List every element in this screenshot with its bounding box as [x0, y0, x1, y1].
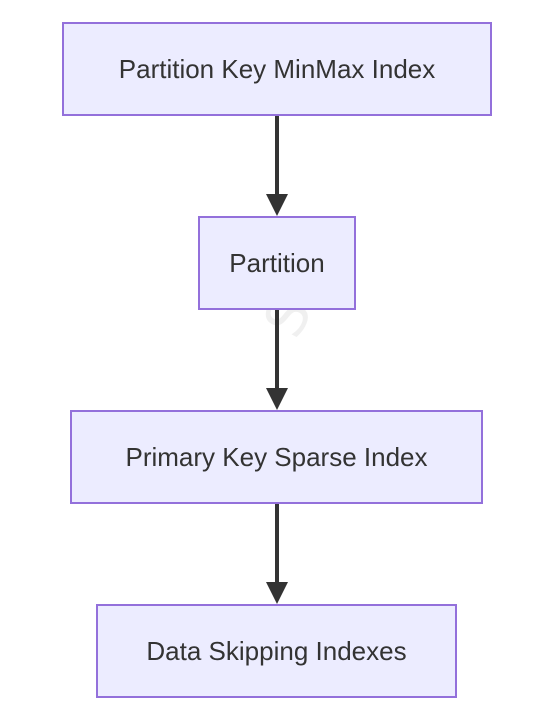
node-label: Data Skipping Indexes — [146, 635, 407, 666]
node-label: Partition Key MinMax Index — [118, 53, 436, 84]
edge-n2-n3 — [266, 310, 288, 410]
node-label: Primary Key Sparse Index — [125, 441, 428, 472]
edge-n1-n2 — [266, 116, 288, 216]
node-label: Partition — [229, 247, 325, 278]
arrow-head-icon — [266, 194, 288, 216]
edge-n3-n4 — [266, 504, 288, 604]
node-data-skipping-indexes: Data Skipping Indexes — [96, 604, 457, 698]
arrow-head-icon — [266, 582, 288, 604]
node-partition: Partition — [198, 216, 356, 310]
arrow-head-icon — [266, 388, 288, 410]
node-partition-key-minmax-index: Partition Key MinMax Index — [62, 22, 492, 116]
node-primary-key-sparse-index: Primary Key Sparse Index — [70, 410, 483, 504]
